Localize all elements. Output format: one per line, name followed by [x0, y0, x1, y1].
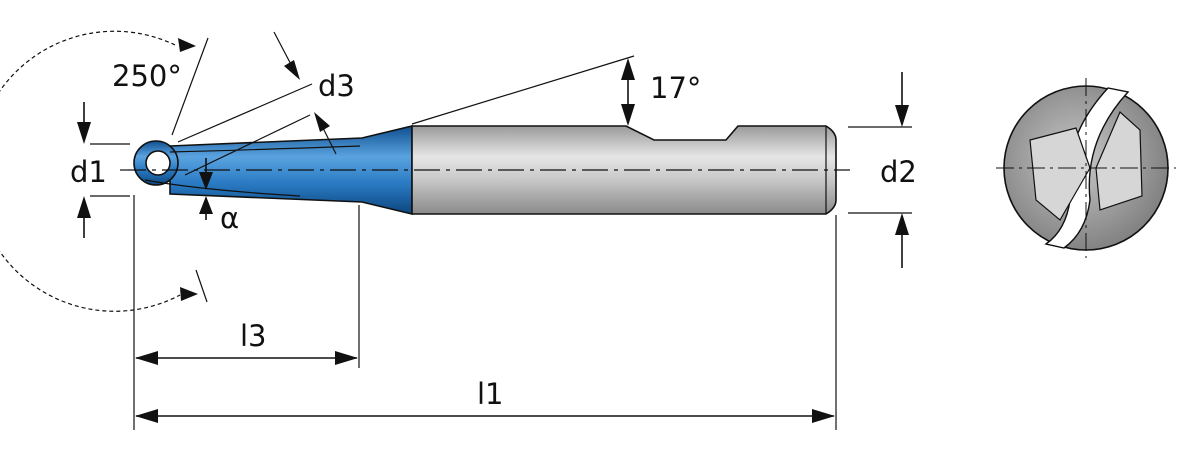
label-d1: d1: [70, 155, 107, 189]
alpha-dimension: [199, 158, 213, 220]
angle-17-indicator: [411, 55, 635, 126]
extension-lines: [90, 126, 912, 430]
arc-limit-bottom: [195, 269, 208, 303]
end-view-facet-left: [1029, 127, 1091, 221]
ball-end-highlight: [145, 150, 171, 176]
flute-edge-2: [169, 145, 361, 153]
d1-dimension: [77, 102, 91, 238]
arc-limit-top: [171, 37, 209, 136]
label-d2: d2: [880, 155, 917, 189]
arc-arrow-bottom: [180, 287, 198, 301]
label-l3: l3: [240, 319, 267, 353]
label-angle-250: 250°: [112, 59, 182, 93]
label-alpha: α: [220, 201, 239, 235]
angle-250-indicator: [0, 30, 209, 312]
l3-dimension: [135, 351, 358, 365]
label-l1: l1: [477, 377, 504, 411]
flute-edge: [144, 179, 301, 197]
label-angle-17: 17°: [650, 71, 701, 105]
l1-dimension: [135, 409, 835, 423]
end-view: [996, 78, 1176, 258]
arc-arrow-top: [178, 38, 196, 52]
label-d3: d3: [318, 69, 355, 103]
end-view-facet-right: [1095, 110, 1143, 211]
d2-dimension: [895, 72, 909, 268]
